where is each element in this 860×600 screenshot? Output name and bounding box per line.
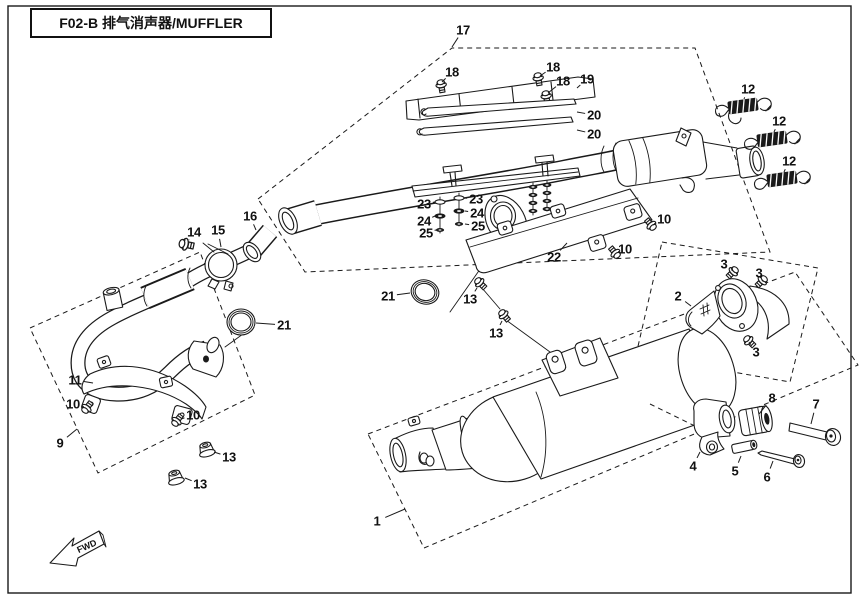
- bolt-6: [757, 450, 806, 469]
- exhaust-tip-2: [685, 278, 790, 340]
- leader-lines: [66, 37, 815, 518]
- washer-stacks: [434, 180, 552, 234]
- dashed-box-1: [367, 271, 859, 549]
- fwd-arrow-icon: FWD: [49, 530, 107, 567]
- sleeve-16: [242, 224, 278, 263]
- bolt-7: [788, 422, 842, 447]
- dashed-box-2: [635, 241, 819, 383]
- mount-rail: [411, 154, 581, 198]
- gasket-ring-21-right: [410, 279, 440, 305]
- heat-shield-22: [465, 188, 660, 274]
- frame-border: [7, 5, 852, 594]
- bolt-14: [177, 236, 196, 253]
- mount-bracket-4: [693, 398, 736, 456]
- title-box: F02-B 排气消声器/MUFFLER: [30, 8, 272, 38]
- muffler-body: [389, 327, 737, 483]
- page-title: F02-B 排气消声器/MUFFLER: [59, 15, 243, 31]
- gasket-ring-21-left: [226, 308, 256, 336]
- dashed-box-17: [257, 47, 771, 273]
- heat-shield-11: [78, 355, 207, 430]
- gasket-strips-20: [416, 98, 577, 136]
- mount-assembly: [649, 398, 842, 469]
- spacer-5: [731, 439, 758, 454]
- damper-8: [738, 405, 773, 437]
- clamp-15: [202, 242, 238, 292]
- dashed-box-9: [29, 251, 256, 474]
- front-pipe: [70, 244, 254, 402]
